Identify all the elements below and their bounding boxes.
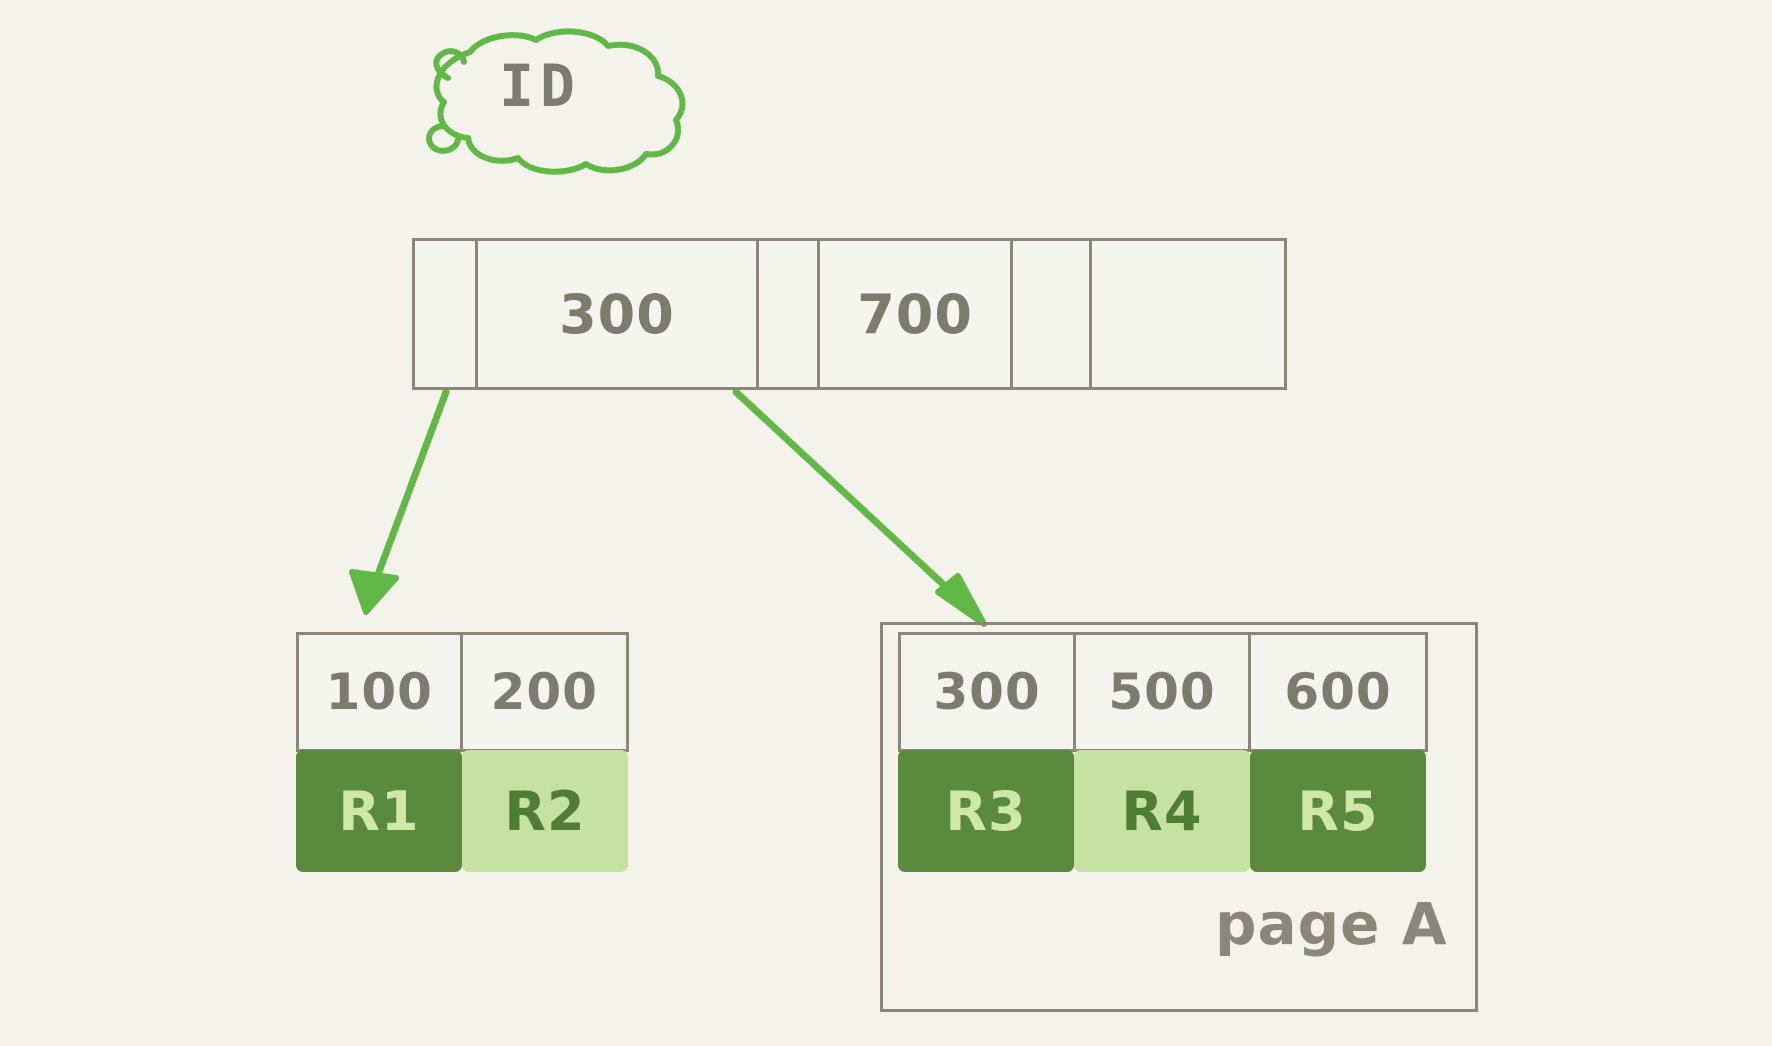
record-block-r1[interactable]: R1 bbox=[296, 750, 462, 872]
record-block-r4[interactable]: R4 bbox=[1074, 750, 1250, 872]
leaf-left-key-cell-0[interactable]: 100 bbox=[299, 635, 463, 749]
page-a-container[interactable] bbox=[880, 622, 1478, 1012]
record-block-r5[interactable]: R5 bbox=[1250, 750, 1426, 872]
root-pointer-cell-0[interactable] bbox=[415, 241, 479, 387]
root-index-node[interactable]: 300 700 bbox=[412, 238, 1287, 390]
record-block-r3[interactable]: R3 bbox=[898, 750, 1074, 872]
leaf-right-key-cell-0[interactable]: 300 bbox=[901, 635, 1076, 749]
root-pointer-cell-1[interactable] bbox=[759, 241, 821, 387]
leaf-node-right-records: R3 R4 R5 bbox=[898, 750, 1426, 872]
root-key-cell-300[interactable]: 300 bbox=[478, 241, 759, 387]
root-key-cell-700[interactable]: 700 bbox=[820, 241, 1014, 387]
record-block-r2[interactable]: R2 bbox=[462, 750, 628, 872]
cloud-bubble-icon bbox=[433, 28, 686, 175]
cloud-bubble-bump2-icon bbox=[426, 123, 461, 154]
root-key-cell-empty[interactable] bbox=[1092, 241, 1284, 387]
leaf-node-left-records: R1 R2 bbox=[296, 750, 628, 872]
page-a-label: page A bbox=[1215, 890, 1448, 958]
leaf-right-key-cell-2[interactable]: 600 bbox=[1284, 663, 1392, 721]
leaf-right-key-cell-1[interactable]: 500 bbox=[1076, 635, 1251, 749]
arrow-root-to-right-leaf-icon bbox=[732, 388, 987, 627]
arrow-root-to-left-leaf-icon bbox=[349, 388, 450, 615]
leaf-node-left-keys[interactable]: 100 200 bbox=[296, 632, 629, 752]
root-pointer-cell-2[interactable] bbox=[1013, 241, 1093, 387]
cloud-bubble-bump-icon bbox=[433, 48, 467, 81]
index-key-label: ID bbox=[499, 52, 581, 120]
leaf-node-right-keys[interactable]: 300 500 600 bbox=[898, 632, 1428, 752]
leaf-left-key-cell-1[interactable]: 200 bbox=[490, 663, 598, 721]
